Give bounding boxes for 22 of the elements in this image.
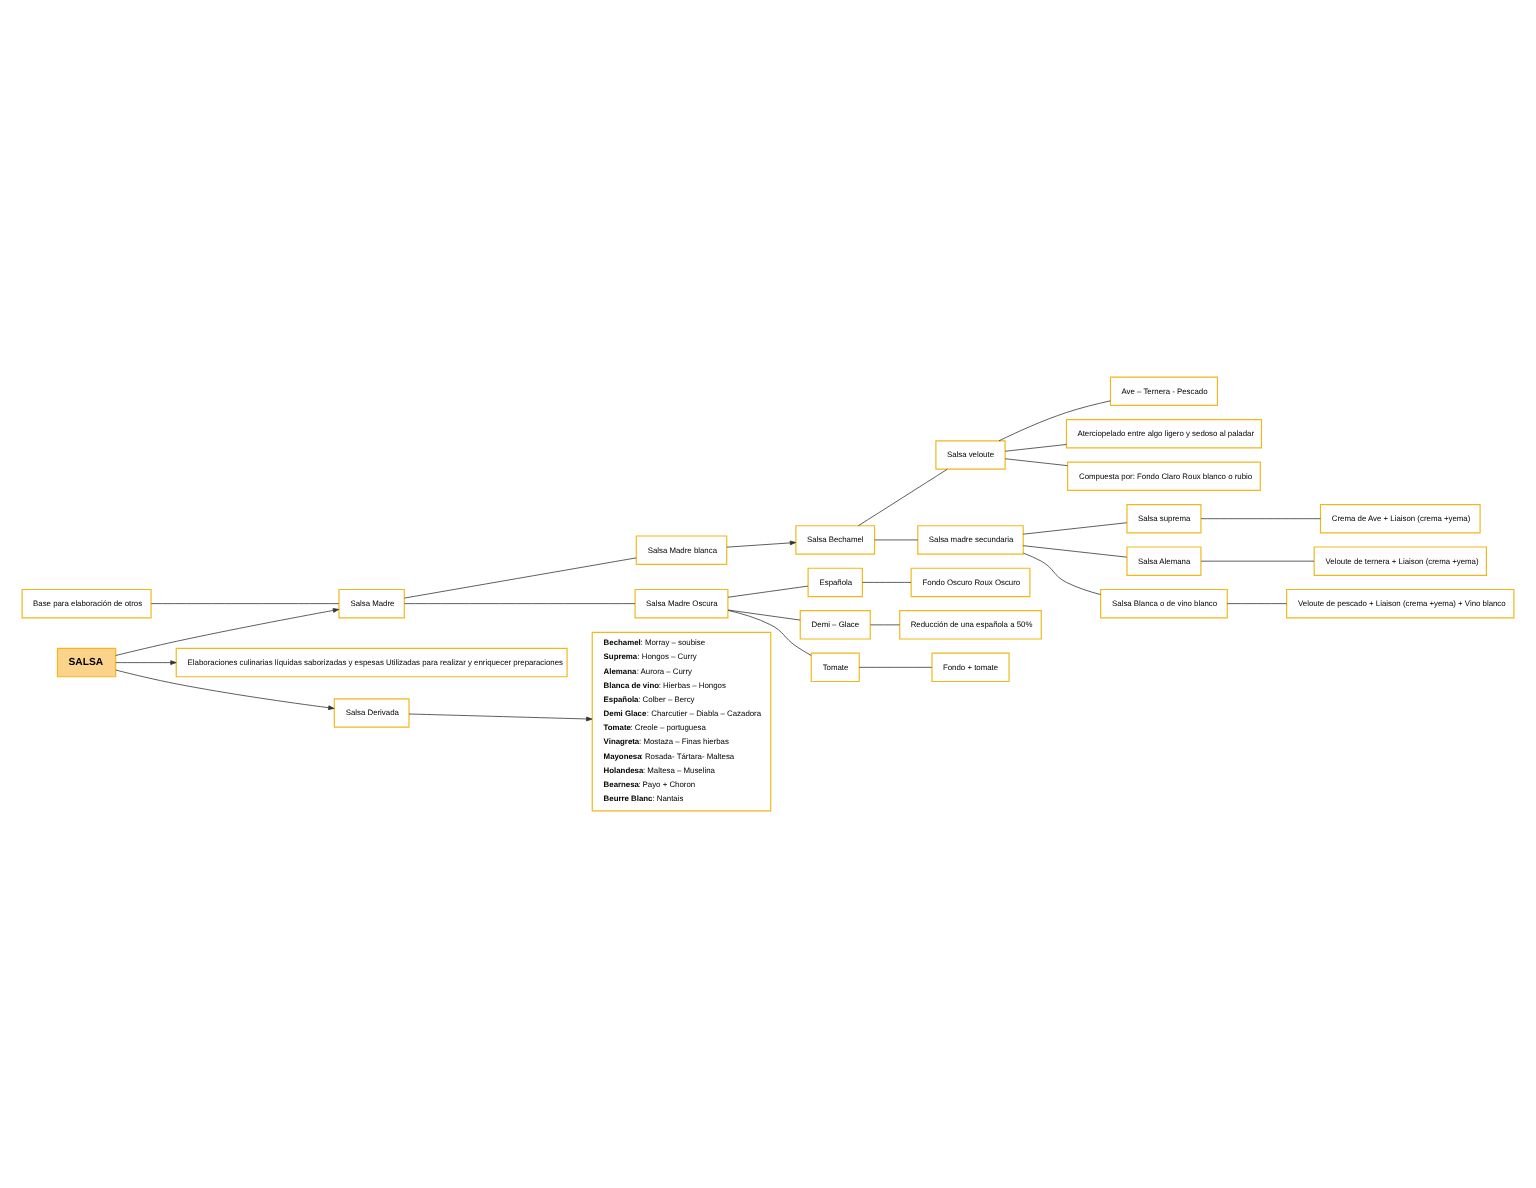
connector [404, 603, 636, 605]
connector [998, 400, 1111, 442]
connector [1023, 552, 1101, 595]
connector [727, 610, 812, 656]
connector [1004, 458, 1068, 467]
connector [858, 666, 933, 668]
arrow [408, 713, 593, 722]
arrow [115, 669, 335, 710]
arrow [115, 608, 340, 656]
connector [150, 603, 340, 605]
connector [727, 585, 809, 598]
connector [727, 609, 801, 621]
connector [1200, 518, 1321, 520]
arrow [726, 540, 797, 548]
connector [404, 557, 637, 599]
connector [1022, 522, 1128, 535]
connector [1226, 603, 1287, 605]
connector [1022, 545, 1128, 558]
connector [858, 468, 948, 527]
arrow [115, 660, 177, 665]
connector [1004, 444, 1067, 452]
connector [862, 582, 912, 583]
